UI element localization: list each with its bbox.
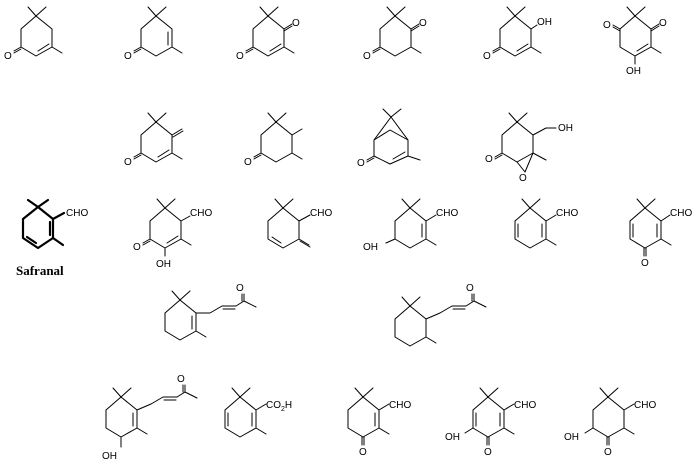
structure-hydroxy-ketoisophorone: O O OH [603,6,667,77]
oxo-label: O [4,51,12,62]
oxo-label: O [519,173,527,184]
formyl-label: CHO [634,400,656,411]
structure-hydroxy-cyclocitral: CHO OH [363,198,458,253]
oxo-label: O [485,154,493,165]
oxo-label: O [603,20,611,31]
structure-hydroxyisophorone: O OH [483,6,552,62]
structure-epoxy-hydroxymethyl: OH O O [485,112,573,184]
formyl-label: CHO [389,400,411,411]
formyl-label: CHO [66,208,88,219]
hydroxyl-label: OH [558,123,573,134]
oxo-label: O [124,157,132,168]
structure-hydroxy-keto-dienal: CHO O OH [445,387,536,458]
oxo-label: O [133,242,141,253]
oxo-label: O [419,18,427,29]
oxo-label: O [244,157,252,168]
structure-oxo-dienal: CHO O [629,198,692,269]
formyl-label: CHO [514,400,536,411]
structure-hydroxy-beta-ionone: O OH [102,374,198,462]
structure-dihydro-oxoisophorone: O O [363,6,427,62]
structure-hydroxy-keto-saturated-aldehyde: CHO O OH [564,387,656,458]
structure-methylene-aldehyde: CHO [267,198,332,249]
structure-keto-cyclocitral: CHO O [347,387,411,458]
hydroxyl-label: OH [156,259,171,270]
formyl-label: CHO [190,208,212,219]
oxo-label: O [466,283,474,294]
structure-hydroxy-keto-aldehyde: CHO O OH [133,198,212,270]
oxo-label: O [236,51,244,62]
formyl-label: CHO [310,208,332,219]
formyl-label: CHO [436,208,458,219]
structure-safranal-isomer: CHO [514,198,578,249]
structure-trimethylcyclohexanone: O [244,112,303,168]
oxo-label: O [124,51,132,62]
carboxyl-label: CO2H [266,400,292,413]
formyl-label: CHO [556,208,578,219]
hydroxyl-label: OH [564,432,579,443]
structure-safranal: CHO Safranal [16,198,88,278]
hydroxyl-label: OH [363,242,378,253]
formyl-label: CHO [670,208,692,219]
oxo-label: O [359,447,367,458]
oxo-label: O [484,447,492,458]
structure-isophorone: O [4,6,63,62]
structure-beta-isophorone: O [124,6,183,62]
structure-ketoisophorone: O O [236,6,300,62]
oxo-label: O [641,258,649,269]
oxo-label: O [604,447,612,458]
oxo-label: O [292,18,300,29]
oxo-label: O [177,374,185,385]
oxo-label: O [363,51,371,62]
structure-safranic-acid: CO2H [224,387,292,438]
oxo-label: O [659,18,667,29]
oxo-label: O [483,51,491,62]
oxo-label: O [357,158,365,169]
hydroxyl-label: OH [102,451,117,462]
hydroxyl-label: OH [626,66,641,77]
hydroxyl-label: OH [537,17,552,28]
safranal-name: Safranal [16,263,64,278]
oxo-label: O [236,283,244,294]
structure-verbenone: O [357,108,421,169]
hydroxyl-label: OH [445,432,460,443]
structure-methylene-isophorone: O [124,112,184,168]
structure-beta-ionone: O [164,283,257,341]
structure-dihydro-ionone: O [394,283,487,347]
